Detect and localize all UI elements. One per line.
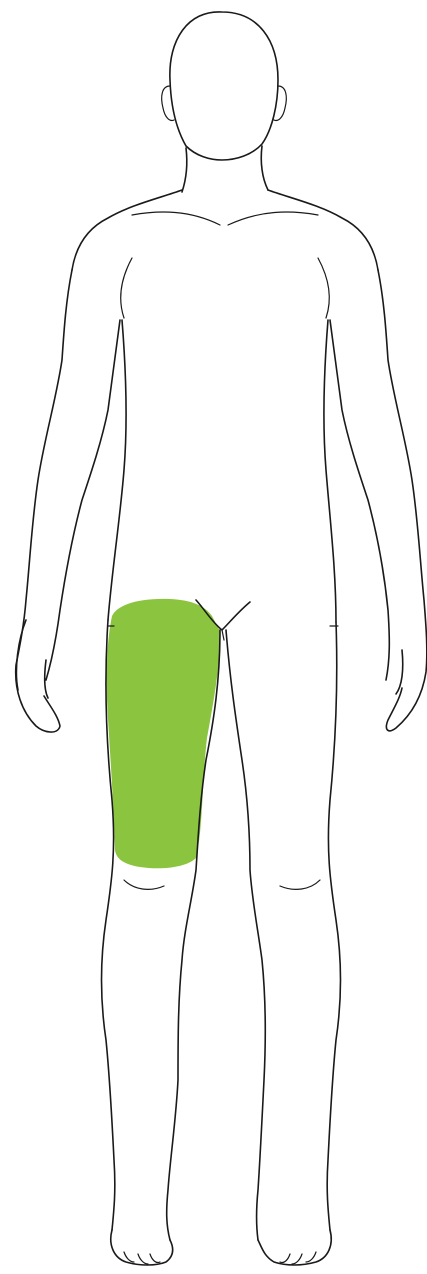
right-arm-inner: [330, 320, 389, 680]
torso-right: [324, 320, 336, 622]
groin-center: [222, 630, 224, 640]
right-knee: [280, 880, 320, 889]
left-knee: [124, 880, 164, 889]
right-leg-outer: [327, 622, 340, 1230]
left-foot: [111, 1230, 173, 1265]
right-toes: [280, 1252, 316, 1264]
head-outline: [170, 12, 278, 160]
neck-left: [182, 148, 187, 192]
shoulder-right: [268, 190, 378, 270]
neck-right: [261, 146, 268, 190]
clavicle-left: [132, 212, 220, 225]
pec-left: [121, 258, 132, 318]
shoulder-left: [72, 190, 182, 270]
torso-left: [108, 320, 126, 620]
highlight-thigh: [107, 599, 220, 868]
left-hand: [16, 620, 48, 698]
right-foot: [258, 1230, 331, 1265]
left-arm-outer: [16, 270, 72, 732]
right-leg-inner: [226, 630, 265, 1240]
pec-right: [318, 258, 329, 318]
clavicle-right: [228, 212, 318, 225]
